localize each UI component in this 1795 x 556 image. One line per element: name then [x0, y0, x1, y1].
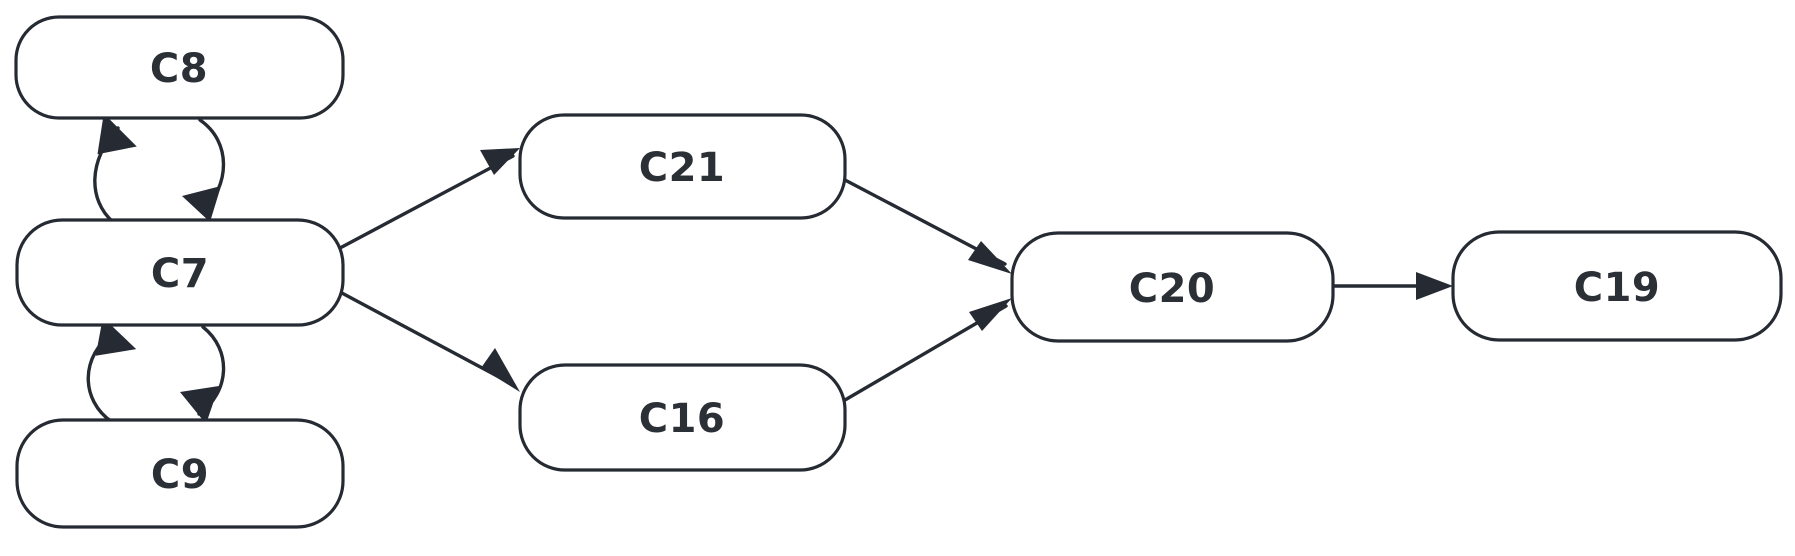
node-c8[interactable]: C8 [14, 15, 345, 120]
node-c19[interactable]: C19 [1451, 230, 1783, 342]
arrowheads-layer [95, 113, 1453, 424]
node-c21-label: C21 [639, 145, 726, 191]
node-c16-label: C16 [639, 396, 726, 442]
edges-layer [86, 118, 1446, 424]
arrowhead-icon [968, 241, 1012, 274]
node-c9-label: C9 [151, 452, 209, 498]
node-c16[interactable]: C16 [518, 363, 847, 472]
node-c20-label: C20 [1129, 266, 1216, 312]
node-c9-shape[interactable] [15, 418, 345, 529]
node-c20[interactable]: C20 [1010, 231, 1335, 343]
node-c8-label: C8 [150, 46, 208, 92]
node-c19-label: C19 [1574, 265, 1661, 311]
edge-c7-to-c21 [338, 154, 515, 250]
node-c7[interactable]: C7 [15, 218, 345, 327]
node-c9[interactable]: C9 [15, 418, 345, 529]
arrowhead-icon [180, 386, 219, 424]
arrowhead-icon [95, 317, 137, 356]
node-c21-shape[interactable] [518, 113, 847, 220]
arrowhead-icon [480, 148, 520, 175]
arrowhead-icon [969, 298, 1012, 331]
node-c8-shape[interactable] [14, 15, 345, 120]
node-c19-shape[interactable] [1451, 230, 1783, 342]
node-c7-label: C7 [151, 251, 209, 297]
arrowhead-icon [182, 186, 221, 222]
node-c20-shape[interactable] [1010, 231, 1335, 343]
node-c16-shape[interactable] [518, 363, 847, 472]
arrowhead-icon [1416, 272, 1453, 300]
node-c21[interactable]: C21 [518, 113, 847, 220]
node-c7-shape[interactable] [15, 218, 345, 327]
arrowhead-icon [481, 348, 520, 392]
arrowhead-icon [97, 113, 137, 155]
